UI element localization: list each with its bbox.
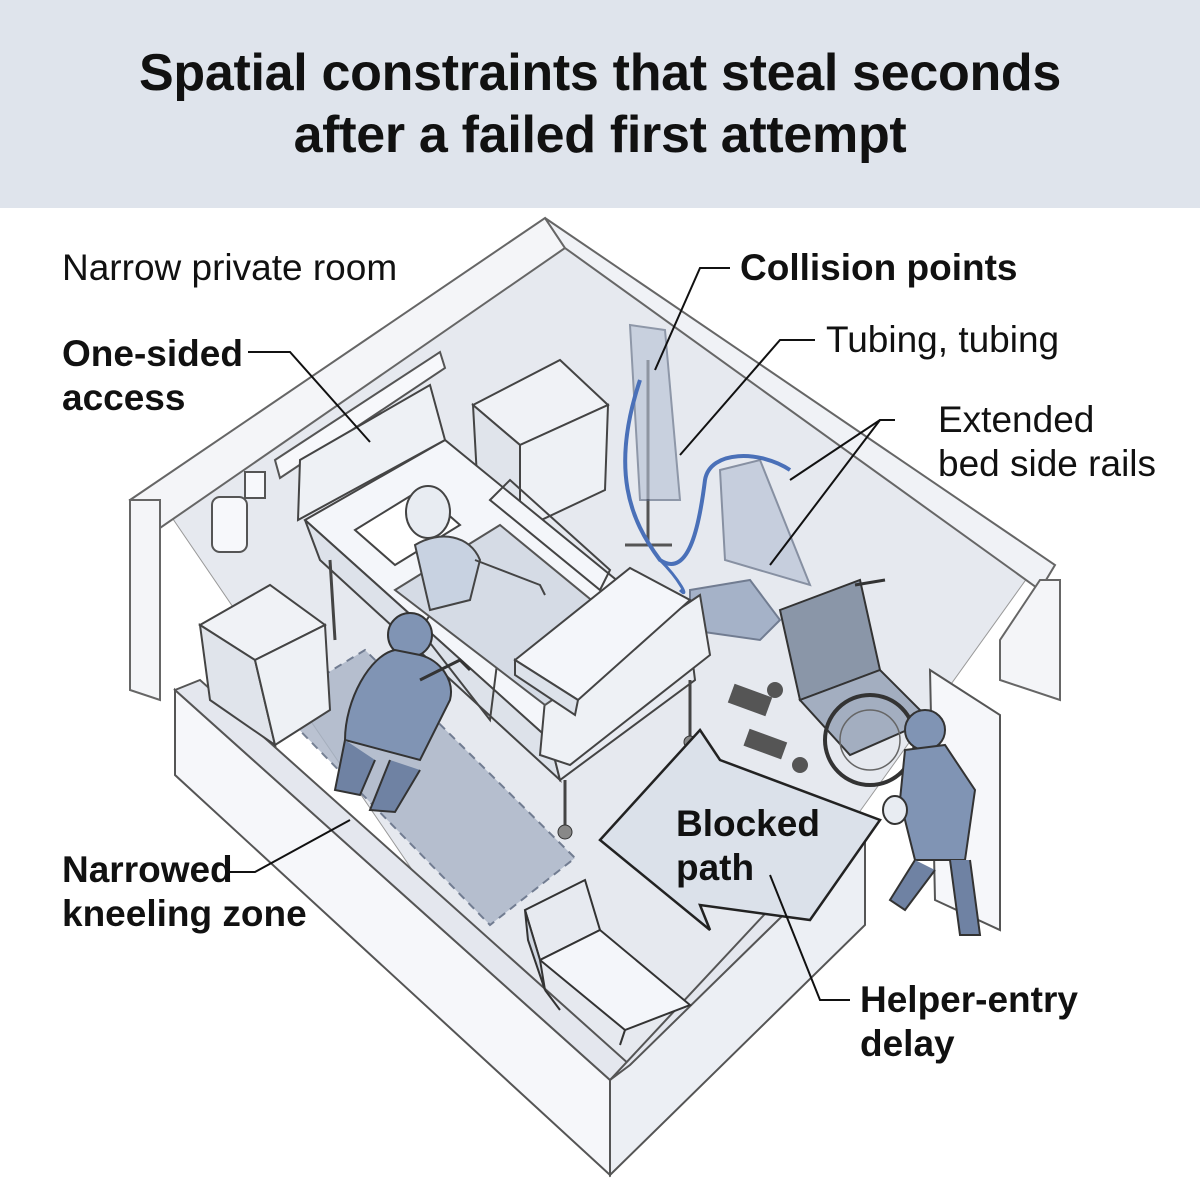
title-line-2: after a failed first attempt: [293, 106, 907, 164]
blocked-path-arrow: [598, 727, 882, 931]
label-extended-rails: Extended bed side rails: [938, 398, 1156, 486]
label-collision-points: Collision points: [740, 246, 1017, 290]
label-one-sided-line-2: access: [62, 377, 186, 418]
label-kneeling-line-2: kneeling zone: [62, 893, 307, 934]
label-one-sided-access: One-sided access: [62, 332, 243, 420]
label-rails-line-2: bed side rails: [938, 443, 1157, 484]
wall-light-icon: [273, 350, 447, 480]
label-tubing-text: Tubing, tubing: [826, 319, 1060, 360]
tubing: [623, 379, 792, 566]
wall-outlet-icon: [244, 471, 266, 499]
label-narrow-room: Narrow private room: [62, 246, 397, 290]
tubing-2: [658, 558, 686, 595]
wall-container-icon: [211, 496, 248, 553]
label-collision-text: Collision points: [740, 247, 1018, 288]
label-helper-entry-delay: Helper-entry delay: [860, 978, 1078, 1066]
overbed-table: [513, 566, 692, 717]
label-tubing: Tubing, tubing: [826, 318, 1059, 362]
visitor-chair: [523, 878, 692, 1046]
leader-lines: [228, 267, 895, 1001]
label-blocked-path: Blocked path: [676, 802, 820, 890]
label-kneeling-line-1: Narrowed: [62, 849, 233, 890]
label-kneeling-zone: Narrowed kneeling zone: [62, 848, 307, 936]
floor-drape: [718, 458, 812, 587]
title-line-1: Spatial constraints that steal seconds: [139, 44, 1061, 102]
wall-right: [999, 579, 1061, 702]
label-narrow-room-text: Narrow private room: [62, 247, 398, 288]
kneeling-nurse-figure: [333, 612, 472, 814]
standing-helper-figure: [882, 709, 982, 936]
label-blocked-line-1: Blocked: [676, 803, 820, 844]
label-one-sided-line-1: One-sided: [62, 333, 243, 374]
back-nightstand: [471, 358, 610, 533]
wall-left: [129, 499, 161, 702]
label-helper-line-2: delay: [860, 1023, 955, 1064]
wheelchair: [727, 578, 932, 787]
label-rails-line-1: Extended: [938, 399, 1095, 440]
diagram-title: Spatial constraints that steal seconds a…: [139, 42, 1061, 166]
title-banner: Spatial constraints that steal seconds a…: [0, 0, 1200, 208]
label-helper-line-1: Helper-entry: [860, 979, 1078, 1020]
label-blocked-line-2: path: [676, 847, 755, 888]
patient-figure: [405, 485, 546, 612]
left-nightstand: [198, 583, 332, 748]
iv-pole: [625, 323, 682, 547]
